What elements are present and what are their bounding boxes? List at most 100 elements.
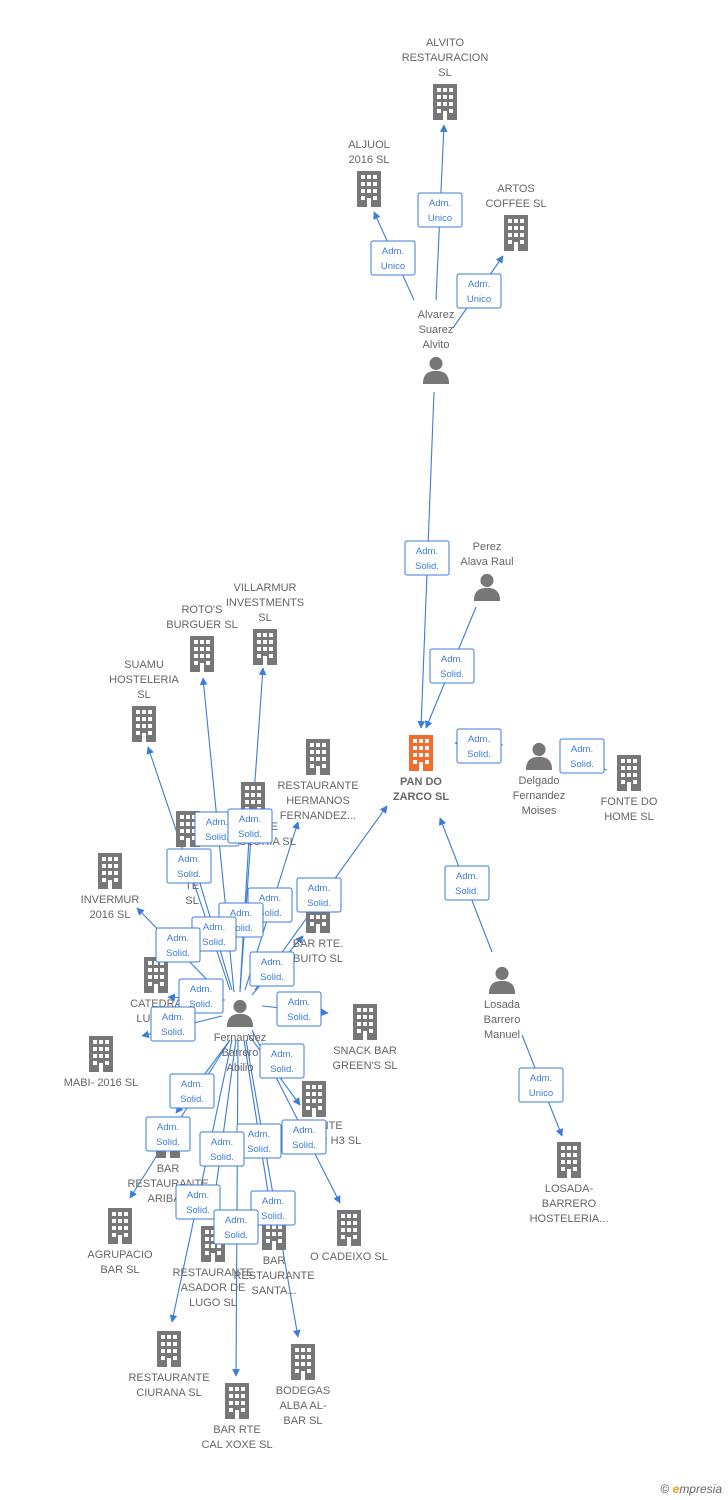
- edge-label-box: [559, 738, 605, 774]
- building-icon: [433, 84, 457, 120]
- node-mabi[interactable]: MABI- 2016 SL: [64, 1036, 139, 1089]
- edge-label-line: Adm.: [382, 246, 404, 257]
- node-bar_rest_santa[interactable]: BARRESTAURANTESANTA...: [233, 1214, 315, 1297]
- edge-label-fernandez-to-catedral[interactable]: Adm.Solid.: [178, 978, 224, 1014]
- edge-label-line: Adm.: [262, 1196, 284, 1207]
- edge-label-line: Adm.: [530, 1073, 552, 1084]
- edge-label-line: Adm.: [203, 922, 225, 933]
- edge-fernandez-to-bodegas: [245, 1039, 301, 1338]
- edge-label-fernandez-to-rest_ciurana[interactable]: Adm.Solid.: [175, 1184, 221, 1220]
- node-rest_hermanos[interactable]: RESTAURANTEHERMANOSFERNANDEZ...: [277, 739, 359, 822]
- node-label: LUGO SL: [189, 1297, 237, 1309]
- edge-label-fernandez-to-o_cadeixo[interactable]: Adm.Solid.: [259, 1043, 305, 1079]
- node-label: BARRERO: [542, 1198, 597, 1210]
- node-label: 2016 SL: [349, 154, 390, 166]
- node-label: ROTO'S: [181, 604, 222, 616]
- node-label: LOSADA-: [545, 1183, 594, 1195]
- building-icon: [132, 706, 156, 742]
- edge-label-fernandez-to-rest_asador[interactable]: Adm.Solid.: [199, 1131, 245, 1167]
- node-label: 2016 SL: [90, 909, 131, 921]
- edge-label-line: Solid.: [205, 832, 229, 843]
- edge-label-alvarez-to-artos[interactable]: Adm.Unico: [456, 273, 502, 309]
- edge-label-line: Solid.: [247, 1144, 271, 1155]
- edge-label-line: Solid.: [415, 561, 439, 572]
- node-label: Fernandez: [214, 1032, 267, 1044]
- edge-label-line: Adm.: [248, 1129, 270, 1140]
- edge-label-line: Solid.: [202, 937, 226, 948]
- node-label: BAR RTE.: [293, 938, 344, 950]
- edge-label-box: [166, 848, 212, 884]
- edge-label-alvarez-to-pan_do_zarco[interactable]: Adm.Solid.: [404, 540, 450, 576]
- node-losada_hosteleria[interactable]: LOSADA-BARREROHOSTELERIA...: [530, 1142, 609, 1225]
- edge-label-fernandez-to-agrupacio[interactable]: Adm.Solid.: [145, 1116, 191, 1152]
- edge-label-line: Adm.: [225, 1215, 247, 1226]
- edge-label-fernandez-to-villarmur[interactable]: Adm.Solid.: [227, 808, 273, 844]
- edge-label-fernandez-to-bar_rest_aribau[interactable]: Adm.Solid.: [169, 1073, 215, 1109]
- edge-label-fonte-to-delgado[interactable]: Adm.Solid.: [559, 738, 605, 774]
- edge-label-line: Solid.: [467, 749, 491, 760]
- edge-label-alvarez-to-alvito_rest[interactable]: Adm.Unico: [417, 192, 463, 228]
- edge-label-line: Adm.: [190, 984, 212, 995]
- edge-label-line: Solid.: [261, 1211, 285, 1222]
- edge-label-fernandez-to-suamu[interactable]: Adm.Solid.: [166, 848, 212, 884]
- edge-label-line: Solid.: [287, 1012, 311, 1023]
- edge-label-box: [456, 728, 502, 764]
- node-label: Delgado: [519, 775, 560, 787]
- node-label: Moises: [522, 805, 557, 817]
- edge-label-fernandez-to-snack_bar[interactable]: Adm.Solid.: [276, 991, 322, 1027]
- edge-label-fernandez-to-bar_rte_cal[interactable]: Adm.Solid.: [213, 1209, 259, 1245]
- edge-fernandez-to-bar_rest_santa: [243, 1039, 273, 1206]
- node-bodegas[interactable]: BODEGAS ALBA AL- BAR SL: [276, 1344, 330, 1427]
- node-label: FERNANDEZ...: [280, 810, 356, 822]
- node-label: BAR SL: [283, 1415, 322, 1427]
- edge-label-fernandez-to-bodegas[interactable]: Adm. Solid.: [250, 1190, 296, 1226]
- edge-label-line: Solid.: [166, 948, 190, 959]
- edge-label-delgado-to-pan_do_zarco[interactable]: Adm.Solid.: [456, 728, 502, 764]
- node-label: SANTA...: [251, 1285, 296, 1297]
- node-label: BAR: [157, 1163, 180, 1175]
- node-label: ALBA AL-: [279, 1400, 326, 1412]
- node-label: PAN DO: [400, 776, 442, 788]
- edge-label-fernandez-to-bar_rte_buito[interactable]: Adm.Solid.: [249, 951, 295, 987]
- edge-label-box: [281, 1119, 327, 1155]
- edge-label-fernandez-to-invermur[interactable]: Adm.Solid.: [155, 927, 201, 963]
- node-label: BAR SL: [100, 1264, 139, 1276]
- edge-label-fernandez-to-rest_su[interactable]: Adm. Solid.: [191, 916, 237, 952]
- node-label: BODEGAS: [276, 1385, 330, 1397]
- node-bar_rte_buito[interactable]: BAR RTE.BUITO SL: [293, 897, 344, 965]
- edge-label-losada-to-pan_do_zarco[interactable]: Adm.Solid.: [444, 865, 490, 901]
- edge-label-fernandez-to-mabi[interactable]: Adm.Solid.: [150, 1006, 196, 1042]
- edge-label-perez-to-pan_do_zarco[interactable]: Adm.Solid.: [429, 648, 475, 684]
- edge-label-box: [155, 927, 201, 963]
- edge-label-losada-to-losada_hosteleria[interactable]: Adm.Unico: [518, 1067, 564, 1103]
- edge-label-line: Solid.: [156, 1137, 180, 1148]
- node-label: HOME SL: [604, 811, 654, 823]
- edge-label-line: Adm.: [162, 1012, 184, 1023]
- edge-label-fernandez-to-pan_do_zarco[interactable]: Adm.Solid.: [296, 877, 342, 913]
- edge-label-box: [227, 808, 273, 844]
- node-label: VILLARMUR: [234, 582, 297, 594]
- node-o_cadeixo[interactable]: O CADEIXO SL: [310, 1210, 388, 1263]
- building-icon: [108, 1208, 132, 1244]
- edge-label-fernandez-to-rest_bar_h3[interactable]: Adm.Solid.: [281, 1119, 327, 1155]
- edge-label-alvarez-to-aljuol[interactable]: Adm.Unico: [370, 240, 416, 276]
